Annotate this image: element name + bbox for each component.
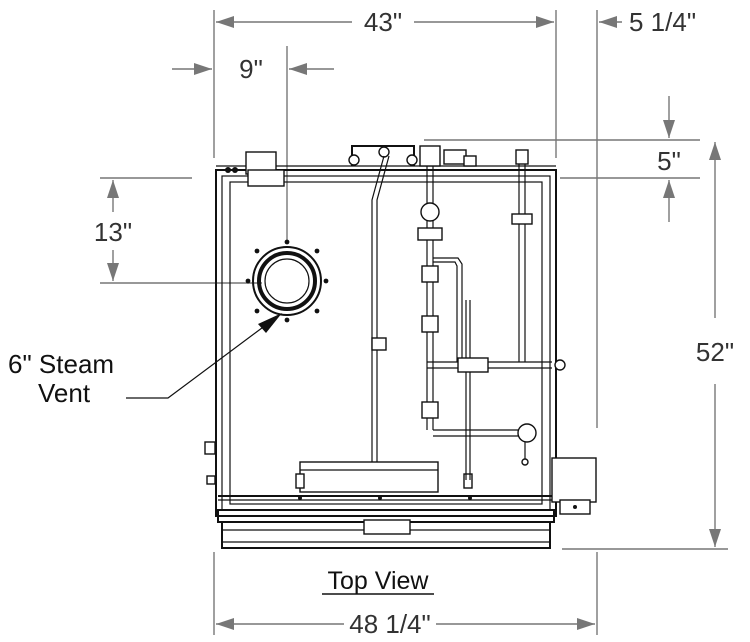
callout-line-2: Vent	[38, 378, 91, 408]
caption: Top View	[322, 567, 434, 595]
top-left-box	[225, 151, 285, 187]
dim-48-1-4-label: 48 1/4"	[349, 609, 431, 639]
dim-5-label: 5"	[657, 146, 681, 176]
top-bracket	[348, 145, 418, 166]
dim-52-label: 52"	[696, 337, 734, 367]
dimension-13: 13"	[94, 177, 262, 284]
steam-vent-callout: 6" Steam Vent	[8, 313, 282, 408]
dim-5-1-4-label: 5 1/4"	[629, 7, 696, 37]
plumbing-assembly	[417, 145, 566, 466]
dimension-9: 9"	[172, 46, 334, 244]
dimension-48-1-4: 48 1/4"	[213, 552, 598, 639]
side-fittings	[204, 441, 472, 500]
dimension-43: 43"	[213, 7, 557, 158]
junction-box	[551, 457, 597, 515]
caption-text: Top View	[328, 567, 430, 595]
steam-vent	[245, 239, 329, 323]
dimension-5-1-4: 5 1/4"	[596, 7, 696, 428]
dimension-5: 5"	[424, 96, 700, 222]
dim-13-label: 13"	[94, 217, 132, 247]
dimension-52: 52"	[562, 142, 734, 550]
center-pipe	[371, 155, 390, 462]
dim-43-label: 43"	[364, 7, 402, 37]
heating-element	[295, 300, 473, 493]
callout-line-1: 6" Steam	[8, 349, 114, 379]
dim-9-label: 9"	[239, 54, 263, 84]
